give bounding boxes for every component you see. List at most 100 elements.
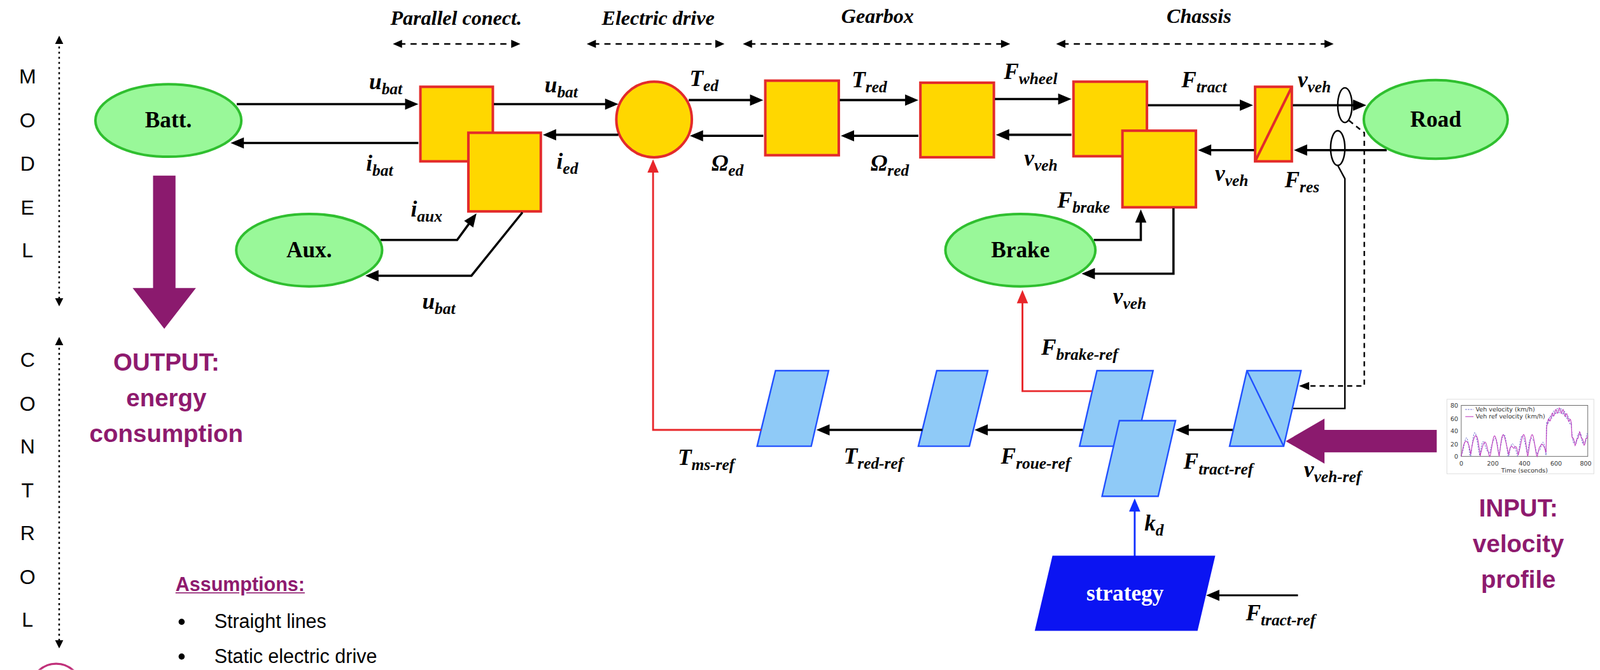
symbol-subscript: red: [865, 77, 888, 95]
sensor-symbol: [1330, 130, 1345, 166]
signal-label: Tred: [851, 66, 887, 93]
symbol-subscript: bat: [434, 299, 456, 317]
arrow-head: [1197, 144, 1212, 156]
ellipse-outline: [945, 213, 1096, 287]
arrow-head: [1135, 209, 1147, 223]
arrow-head: [55, 297, 64, 307]
arrow-head: [392, 40, 402, 49]
symbol-subscript: brake: [1072, 197, 1110, 216]
signal-label: ubat: [369, 68, 403, 95]
arrow-head: [605, 98, 619, 111]
legend-sample: [1465, 416, 1474, 417]
signal-arrow: [850, 134, 919, 137]
symbol-subscript: ms-ref: [691, 455, 735, 473]
signal-arrow: [1133, 507, 1136, 557]
output-note: OUTPUT: energy consumption: [89, 344, 244, 452]
signal-arrow: [840, 98, 910, 102]
symbol-letter: F: [1284, 166, 1301, 193]
symbol-subscript: tract: [1196, 77, 1228, 95]
symbol-subscript: veh: [1225, 171, 1249, 190]
chart-legend: Veh velocity (km/h): [1475, 406, 1535, 413]
chart-tick: 80: [1450, 402, 1459, 409]
control-block: [918, 370, 988, 447]
chart-tick: 200: [1486, 460, 1499, 467]
symbol-letter: v: [1024, 145, 1035, 171]
symbol-subscript: red: [887, 161, 909, 179]
signal-label: Fbrake: [1057, 187, 1110, 214]
signal-label: Ftract-ref: [1183, 448, 1254, 475]
corner-circle: [30, 663, 82, 670]
signal-label: vveh: [1214, 160, 1249, 187]
arrow-head: [742, 40, 752, 49]
model-block: [1122, 130, 1196, 207]
signal-arrow: [1094, 218, 1142, 240]
arrow-head: [542, 129, 557, 141]
symbol-letter: u: [369, 68, 382, 95]
signal-arrow: [1004, 133, 1072, 137]
arrow-head: [405, 98, 419, 111]
strategy-block: strategy: [1035, 556, 1215, 630]
symbol-letter: F: [1041, 334, 1057, 360]
node-label: Road: [1410, 106, 1462, 134]
signal-label: vveh: [1024, 145, 1058, 172]
symbol-subscript: bat: [372, 161, 393, 179]
arrow-head: [1206, 589, 1220, 601]
signal-arrow: [1090, 208, 1174, 274]
symbol-subscript: aux: [416, 207, 443, 225]
signal-arrow: [983, 428, 1083, 431]
symbol-letter: F: [1183, 448, 1200, 474]
axis-letters: MODEL: [17, 55, 38, 273]
symbol-subscript: tract-ref: [1260, 610, 1316, 628]
arrow-head: [689, 129, 704, 142]
section-header: Chassis: [1166, 4, 1232, 29]
node-label: Aux.: [286, 236, 333, 264]
symbol-subscript: brake-ref: [1055, 344, 1118, 363]
symbol-letter: F: [1001, 442, 1017, 469]
arrow-head: [905, 94, 919, 106]
symbol-letter: i: [556, 148, 564, 174]
symbol-subscript: ed: [728, 161, 744, 179]
symbol-subscript: ed: [703, 76, 719, 94]
symbol-subscript: veh: [1034, 155, 1058, 174]
output-arrow: [132, 175, 196, 329]
signal-arrow: [1022, 299, 1093, 391]
ellipse-outline: [1363, 80, 1508, 159]
symbol-letter: u: [421, 288, 435, 314]
chart-tick: 800: [1579, 460, 1592, 467]
assumptions-heading: Assumptions:: [175, 573, 305, 596]
arrow-head: [1129, 497, 1141, 512]
symbol-subscript: bat: [381, 79, 403, 97]
control-block: [757, 370, 829, 447]
node-label: Brake: [990, 236, 1050, 264]
arrow-head: [511, 40, 520, 49]
signal-label: Froue-ref: [1001, 442, 1072, 470]
parallelogram-outline: [1035, 556, 1215, 630]
symbol-letter: T: [677, 444, 692, 470]
section-extent: [399, 43, 514, 45]
sensor-symbol: [1337, 87, 1352, 123]
symbol-letter: F: [1181, 66, 1197, 93]
symbol-subscript: wheel: [1018, 69, 1058, 87]
road-ellipse: Road: [1361, 78, 1509, 160]
signal-arrow: [493, 103, 610, 106]
arrow-head: [55, 35, 64, 44]
symbol-letter: F: [1057, 187, 1073, 213]
symbol-letter: u: [544, 71, 558, 98]
signal-arrow: [652, 168, 762, 430]
section-header: Gearbox: [841, 4, 914, 29]
arrow-head: [1017, 289, 1029, 303]
section-extent: [58, 342, 60, 643]
arrow-head: [1175, 423, 1189, 436]
signal-label: Fwheel: [1003, 58, 1058, 85]
assumption-item: Static electric drive: [214, 644, 378, 667]
symbol-subscript: veh-ref: [1313, 467, 1362, 485]
signal-label: Ftract: [1181, 66, 1227, 93]
section-extent: [58, 41, 60, 301]
battery-ellipse: Batt.: [94, 82, 244, 159]
signal-arrow: [1207, 148, 1255, 152]
arrow-head: [1324, 40, 1334, 49]
bullet: [178, 652, 186, 660]
chart-axis-title: Time (seconds): [1501, 467, 1548, 474]
node-label: Batt.: [145, 106, 192, 134]
symbol-subscript: d: [1155, 520, 1165, 538]
